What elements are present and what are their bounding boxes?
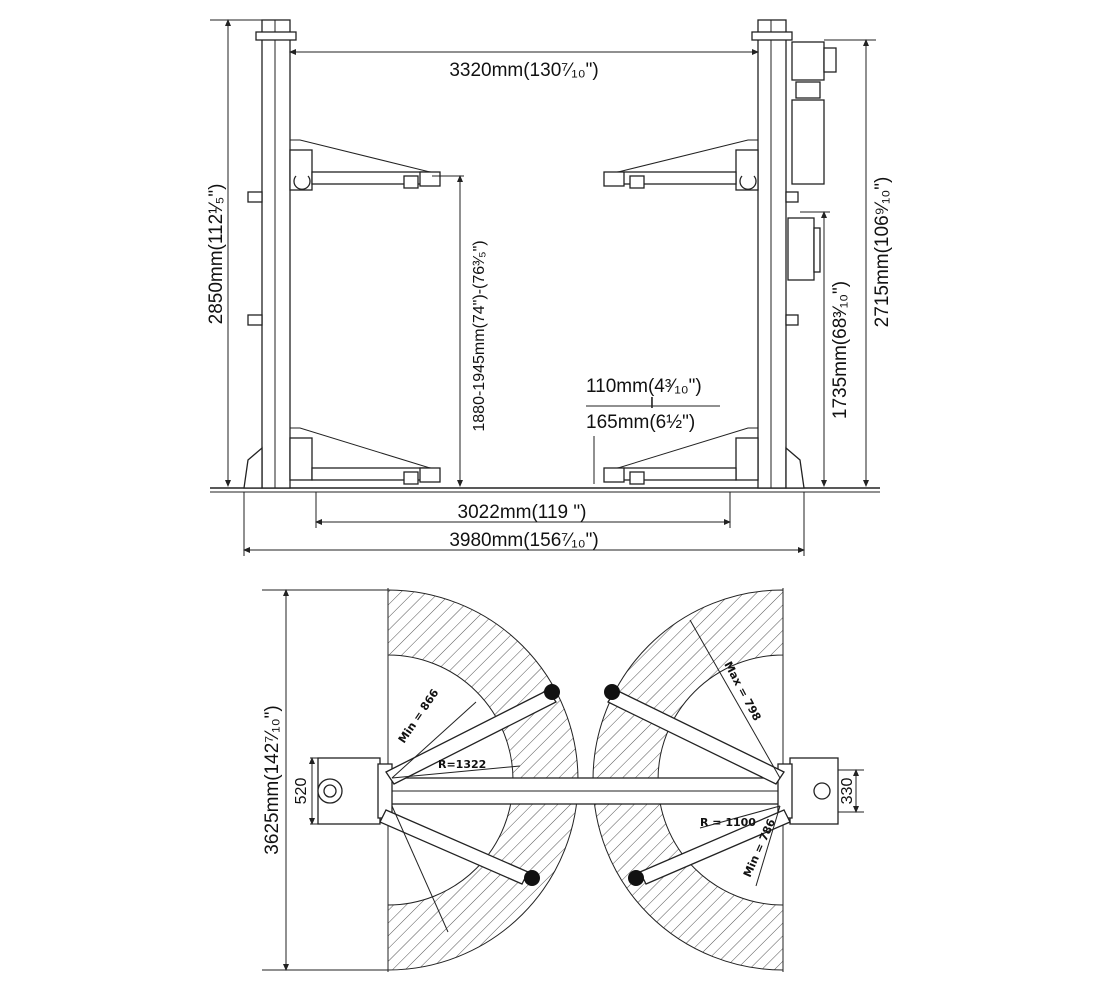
right-lower-arm [603, 427, 759, 485]
pad-max-label: 165mm(6½") [586, 412, 695, 433]
left-lower-arm [289, 427, 441, 485]
left-arms [379, 684, 560, 886]
inner-width-label: 3022mm(119 ") [458, 502, 587, 523]
left-front-pad [544, 684, 560, 700]
right-height-label: 2715mm(106⁹⁄₁₀") [872, 177, 893, 328]
power-unit [787, 41, 837, 281]
right-post-base [777, 757, 839, 825]
pad-separator: I [650, 395, 654, 412]
motor-height-label: 1735mm(68³⁄₁₀") [830, 281, 851, 419]
overall-depth-label: 3625mm(142⁷⁄₁₀") [262, 705, 283, 854]
overall-width-label: 3980mm(156⁷⁄₁₀") [449, 530, 598, 551]
left-post [243, 19, 297, 489]
left-radius-label: R=1322 [438, 758, 486, 771]
top-width-label: 3320mm(130⁷⁄₁₀") [449, 60, 598, 81]
left-upper-arm [289, 139, 441, 191]
lift-height-label: 1880-1945mm(74")-(76³⁄₅") [471, 240, 488, 431]
top-view: Min = 866 R=1322 Max = 798 R = 1100 Min … [262, 588, 864, 972]
right-post [751, 19, 805, 489]
right-arms [604, 684, 791, 886]
left-rear-pad [524, 870, 540, 886]
left-base-label: 520 [293, 778, 310, 805]
right-max-label: Max = 798 [721, 659, 763, 723]
pad-min-label: 110mm(4³⁄₁₀") [586, 376, 702, 397]
right-base-label: 330 [839, 778, 856, 805]
left-post-base [317, 757, 393, 825]
front-view: 3320mm(130⁷⁄₁₀") 2850mm(112¹⁄₅") 2715mm(… [206, 19, 893, 556]
overall-height-label: 2850mm(112¹⁄₅") [206, 184, 227, 325]
right-rear-pad [628, 870, 644, 886]
left-min-label: Min = 866 [396, 686, 442, 745]
right-upper-arm [603, 139, 759, 191]
right-front-pad [604, 684, 620, 700]
right-radius-label: R = 1100 [700, 816, 756, 829]
